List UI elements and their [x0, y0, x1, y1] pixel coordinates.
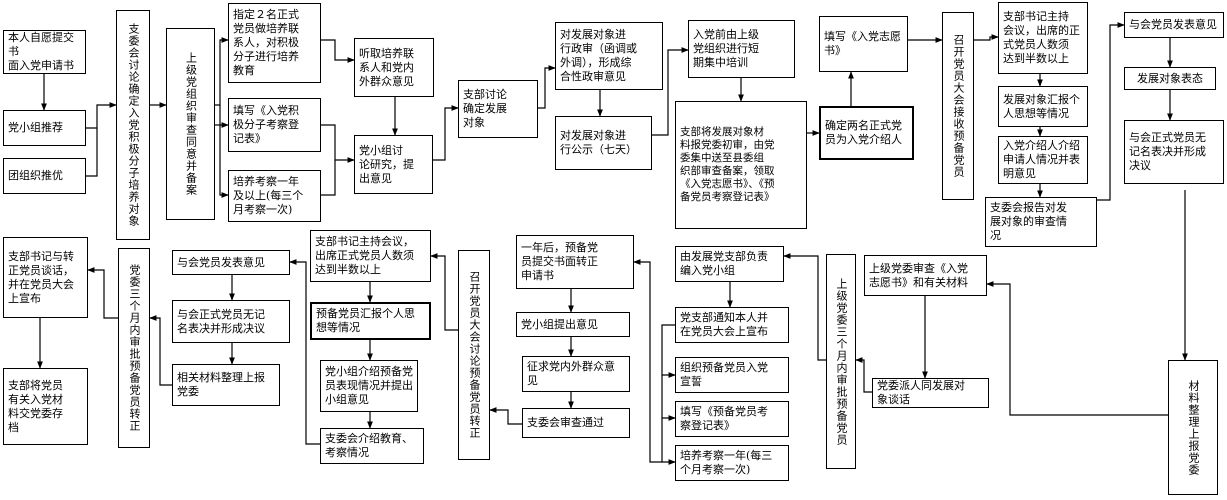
arrow-pass-to-meeting [489, 407, 522, 425]
node-secretary-meeting-2: 支部书记主持会议， 出席正式党员人数须 达到半数以上 [310, 230, 431, 282]
arrow-superior-to-train [219, 105, 229, 198]
node-choose-introducers: 确定两名正式党 员为入党介绍人 [819, 106, 914, 160]
node-hear-opinions: 听取培养联 系人和党内 外群众意见 [354, 38, 434, 97]
node-organize-report: 相关材料整理上报 党委 [172, 364, 280, 406]
node-committee-report: 支委会报告对发 展对象的审查情 况 [985, 197, 1097, 247]
node-report-preliminary: 支部将发展对象材 料报党委初审，由党 委集中送至县委组 织部审查备案，领取 《入… [675, 101, 807, 229]
arrow-committee-to-opinion [1097, 22, 1125, 201]
arrow-fill-to-group-discuss [321, 124, 355, 163]
arrow-league-to-branch [86, 128, 98, 177]
arrow-train-to-group-discuss [321, 160, 336, 196]
node-superior-review-activist: 上级党组织审查同意并备案 [166, 28, 215, 220]
arrow-probation-to-application [633, 259, 662, 463]
arrow-group-to-branch [86, 102, 117, 129]
node-superior-approve-probation: 上级党委三个月内审批预备党员 [826, 254, 856, 469]
arrow-approve-to-branch-group [783, 253, 826, 361]
arrow-intro-edu-to-opinion2 [289, 259, 320, 445]
arrow-materials-to-superior [986, 281, 1168, 416]
node-group-discuss: 党小组讨 论研究，提 出意见 [354, 135, 433, 194]
arrow-assign-to-hear [321, 39, 355, 63]
node-attendees-opinion-1: 与会党员发表意见 [1124, 12, 1224, 38]
node-assign-contacts: 指定２名正式 党员做培养联 系人，对积极 分子进行培养 教育 [228, 3, 321, 83]
arrow-to-probation-year [661, 418, 676, 465]
node-group-introducer: 党小组介绍预备党 员表现情况并提出 小组意见 [320, 360, 418, 412]
node-vote-2: 与会正式党员无记 名表决并形成决议 [172, 300, 290, 343]
node-secretary-meeting-1: 支部书记主持 会议，出席的正 式党员人数须 达到半数以上 [998, 2, 1088, 74]
arrow-meeting-to-secretary [974, 34, 999, 41]
node-group-recommend: 党小组推荐 [3, 110, 86, 146]
node-full-application: 一年后，预备党 员提交书面转正 申请书 [516, 235, 634, 289]
node-publicity: 对发展对象进 行公示（七天） [555, 116, 652, 170]
node-archive: 支部将党员 有关入党材 料交党委存 档 [3, 368, 88, 445]
node-superior-review-volunteer: 上级党委审查《入党 志愿书》和有关材料 [864, 255, 987, 296]
node-report-thoughts-1: 发展对象汇报个 人思想等情况 [998, 86, 1088, 127]
node-secretary-talk: 支部书记与转 正党员谈话， 并在党员大会 上宣布 [3, 237, 88, 318]
node-league-recommend: 团组织推优 [3, 158, 86, 194]
node-target-statement: 发展对象表态 [1124, 67, 1216, 90]
node-apply: 本人自愿提交书 面入党申请书 [3, 30, 86, 74]
node-probation-one-year: 培养考察一年(每三 个月考察一次) [675, 445, 789, 481]
node-political-review: 对发展对象进 行政审（函调或 外调），形成综 合性政审意见 [555, 22, 663, 90]
arrow-publicity-to-training [652, 47, 689, 136]
node-fill-activist-form: 填写《入党积 极分子考察登 记表》 [228, 98, 321, 152]
node-branch-determine-target: 支部讨论 确定发展 对象 [458, 80, 538, 138]
node-introduce-education: 支委会介绍教育、 考察情况 [320, 428, 424, 464]
node-committee-pass: 支委会审查通过 [522, 408, 630, 438]
arrow-discuss-to-determine [433, 105, 459, 161]
node-introducer-explain: 入党介绍人介绍 申请人情况并表 明意见 [998, 136, 1088, 184]
node-branch-discuss-activist: 支委会讨论确定入党积极分子培养对象 [116, 10, 150, 240]
node-superior-approve-full: 党委三个月内审批预备党员转正 [118, 248, 150, 448]
node-solicit-opinions: 征求党内外群众意 见 [522, 356, 630, 392]
arrow-superior-to-assign [215, 37, 229, 106]
node-fill-application: 填写《入党志愿 书》 [819, 16, 908, 72]
node-short-training: 入党前由上级 党组织进行短 期集中培训 [688, 20, 795, 78]
arrow-organize-to-approve [149, 315, 172, 386]
node-train-one-year: 培养考察一年 及以上(每三个 月考察一次) [228, 170, 321, 222]
arrow-meeting-to-secretary2 [430, 253, 458, 331]
arrow-to-fill-probation [661, 375, 676, 421]
node-group-opinion: 党小组提出意见 [516, 312, 630, 337]
node-report-thoughts-2: 预备党员汇报个人思 想等情况 [310, 302, 431, 340]
node-form-branch-group: 由发展党支部负责 编入党小组 [675, 246, 784, 282]
node-general-meeting-probation: 召开党员大会接收预备党员 [942, 12, 974, 200]
arrow-announce-to-oath [661, 324, 676, 378]
node-fill-probation-form: 填写《预备党员考 察登记表》 [675, 401, 789, 437]
node-oath: 组织预备党员入党 宣誓 [675, 357, 789, 393]
node-attendees-opinion-2: 与会党员发表意见 [172, 250, 290, 275]
node-committee-talk: 党委派人同发展对 象谈话 [872, 378, 989, 408]
node-materials-to-party: 材料整理上报党委 [1168, 360, 1218, 495]
arrow-talk-to-approve [855, 357, 872, 393]
node-announce-meeting: 党支部通知本人并 在党员大会上宣布 [675, 307, 789, 343]
node-vote-1: 与会正式党员无 记名表决并形成 决议 [1124, 120, 1224, 184]
arrow-approve-to-talk [87, 267, 118, 319]
node-general-meeting-full: 召开党员大会讨论预备党员转正 [458, 250, 490, 460]
arrow-determine-to-review [538, 65, 556, 109]
